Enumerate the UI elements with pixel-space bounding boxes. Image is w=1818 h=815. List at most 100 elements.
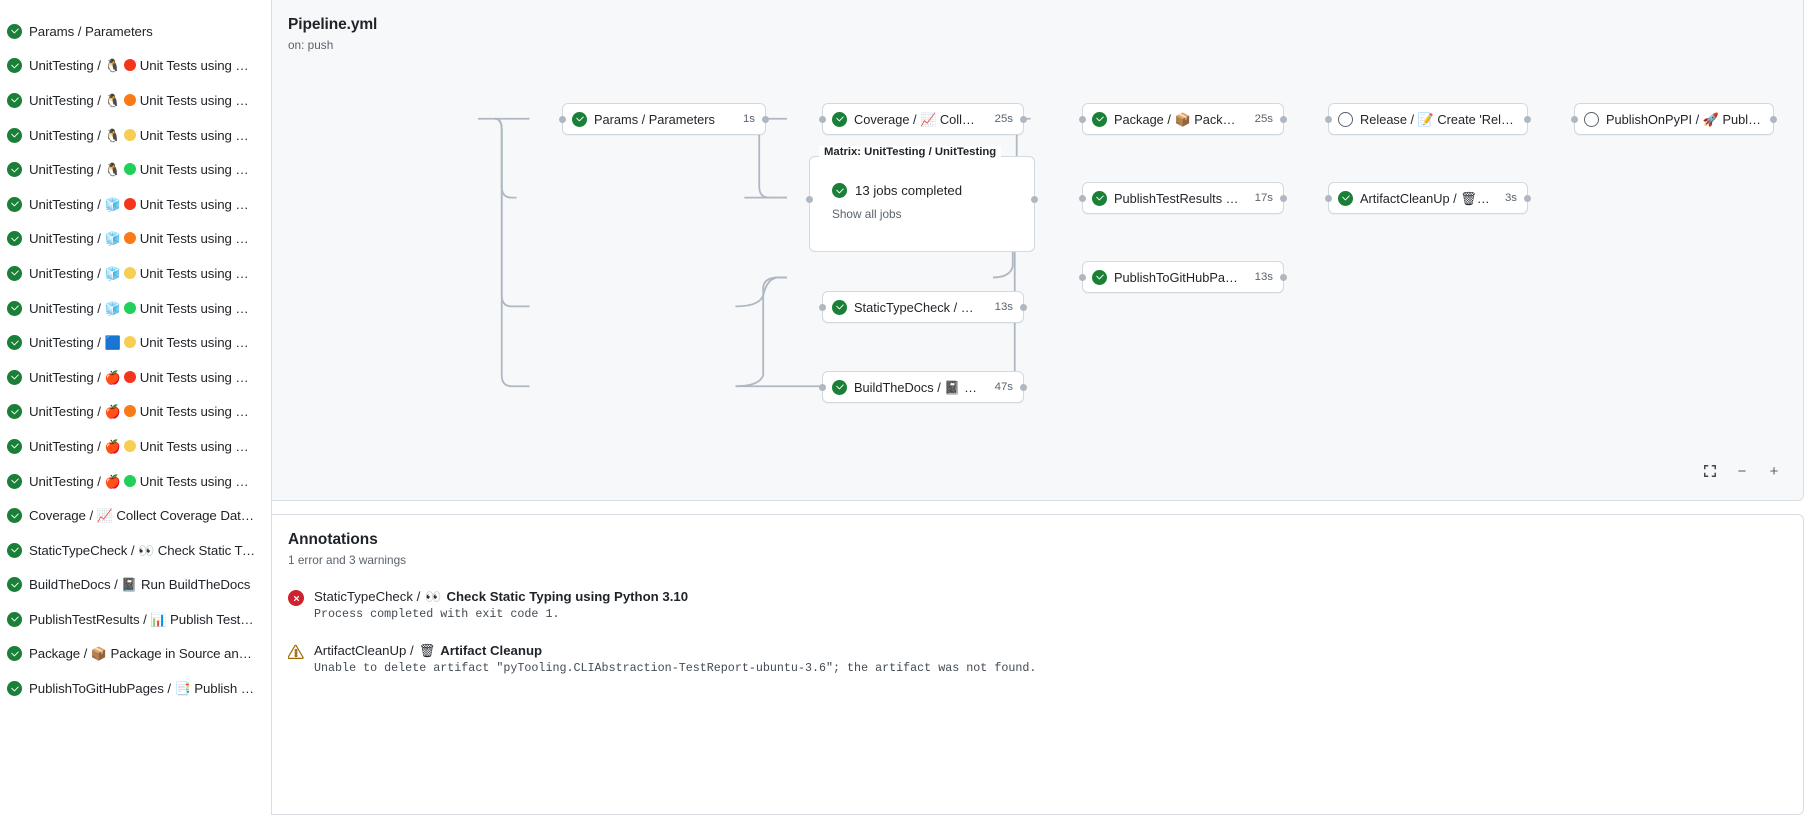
sidebar-job-item[interactable]: Coverage / 📈 Collect Coverage Data usi..… (0, 498, 271, 533)
node-input-port (819, 383, 826, 391)
node-input-port (1325, 194, 1332, 202)
sidebar-job-item[interactable]: BuildTheDocs / 📓 Run BuildTheDocs (0, 568, 271, 603)
sidebar-job-item[interactable]: UnitTesting / 🧊 Unit Tests using Pyth... (0, 187, 271, 222)
success-check-icon (7, 196, 22, 212)
annotation-item[interactable]: StaticTypeCheck / 👀Check Static Typing u… (288, 589, 1787, 621)
graph-node-label: Coverage / 📈 Collect Cove... (854, 111, 980, 127)
graph-node-release[interactable]: Release / 📝 Create 'Release P... (1325, 103, 1531, 135)
sidebar-job-item[interactable]: UnitTesting / 🧊 Unit Tests using Pyth... (0, 222, 271, 257)
matrix-input-port (806, 195, 813, 203)
node-input-port (1079, 115, 1086, 123)
graph-node-duration: 13s (1254, 271, 1273, 283)
graph-node-statictype[interactable]: StaticTypeCheck / 👀 Chec...13s (819, 291, 1027, 323)
zoom-in-button[interactable]: + (1769, 462, 1779, 480)
graph-node-artifactcleanup[interactable]: ArtifactCleanUp / 🗑 Artifac...3s (1325, 182, 1531, 214)
sidebar-job-label: PublishTestResults / 📊 Publish Test Resu… (29, 611, 257, 627)
graph-node-ghpages[interactable]: PublishToGitHubPages / 📑 ... 13s (1079, 261, 1287, 293)
success-check-icon (7, 369, 22, 385)
success-check-icon (7, 473, 22, 489)
sidebar-job-item[interactable]: UnitTesting / 🐧 Unit Tests using Pyth... (0, 152, 271, 187)
sidebar-job-label: Params / Parameters (29, 23, 153, 39)
sidebar-job-item[interactable]: UnitTesting / 🍎 Unit Tests using Pyth... (0, 360, 271, 395)
graph-zoom-controls[interactable]: − + (1699, 460, 1785, 482)
node-input-port (1571, 115, 1578, 123)
warning-icon (288, 644, 304, 660)
job-platform-icon: 🐧 (104, 162, 121, 178)
show-all-jobs-link[interactable]: Show all jobs (832, 207, 902, 221)
matrix-jobs-count: 13 jobs completed (855, 183, 963, 198)
success-check-icon (7, 438, 22, 454)
graph-node-duration: 3s (1504, 192, 1517, 204)
success-check-icon (7, 231, 22, 247)
node-input-port (1079, 194, 1086, 202)
fullscreen-icon[interactable] (1699, 460, 1721, 482)
graph-node-duration: 25s (1254, 113, 1273, 125)
sidebar-job-item[interactable]: UnitTesting / 🍎 Unit Tests using Pyth... (0, 429, 271, 464)
sidebar-job-item[interactable]: UnitTesting / 🧊 Unit Tests using Pyth... (0, 256, 271, 291)
annotation-message: Unable to delete artifact "pyTooling.CLI… (314, 661, 1037, 675)
node-emoji-icon: 📓 (944, 379, 961, 395)
graph-node-label: StaticTypeCheck / 👀 Chec... (854, 299, 977, 315)
sidebar-job-item[interactable]: PublishToGitHubPages / 📑 Publish to G... (0, 671, 271, 706)
success-check-icon (7, 646, 22, 662)
matrix-group[interactable]: Matrix: UnitTesting / UnitTesting 13 job… (806, 146, 1038, 252)
sidebar-job-item[interactable]: Package / 📦 Package in Source and Wh... (0, 637, 271, 672)
node-output-port (1280, 273, 1287, 281)
graph-node-coverage[interactable]: Coverage / 📈 Collect Cove...25s (819, 103, 1027, 135)
sidebar-job-item[interactable]: UnitTesting / 🧊 Unit Tests using Pyth... (0, 291, 271, 326)
job-platform-icon: 📊 (150, 611, 167, 627)
pending-circle-icon (1338, 111, 1353, 127)
success-check-icon (572, 111, 587, 127)
page-title: Pipeline.yml (288, 16, 378, 33)
graph-node-label: Params / Parameters (594, 111, 715, 127)
matrix-output-port (1031, 195, 1038, 203)
sidebar-job-item[interactable]: UnitTesting / 🍎 Unit Tests using Pyth... (0, 464, 271, 499)
success-check-icon (7, 58, 22, 74)
node-input-port (1079, 273, 1086, 281)
job-platform-icon: 🧊 (104, 265, 121, 281)
annotations-summary: 1 error and 3 warnings (288, 553, 407, 567)
success-check-icon (1092, 269, 1107, 285)
python-version-dot-icon (124, 266, 137, 279)
sidebar-job-item[interactable]: Params / Parameters (0, 14, 271, 49)
sidebar-job-item[interactable]: UnitTesting / 🍎 Unit Tests using Pyth... (0, 395, 271, 430)
job-platform-icon: 🐧 (104, 92, 121, 108)
node-emoji-icon: 📦 (1174, 111, 1191, 127)
sidebar-job-label: UnitTesting / 🐧 Unit Tests using Pyth... (29, 58, 257, 74)
sidebar-job-label: UnitTesting / 🍎 Unit Tests using Pyth... (29, 404, 257, 420)
annotations-title: Annotations (288, 531, 378, 548)
graph-node-testresults[interactable]: PublishTestResults / 📊 Pu...17s (1079, 182, 1287, 214)
sidebar-job-item[interactable]: UnitTesting / 🐧 Unit Tests using Pyth... (0, 49, 271, 84)
sidebar-job-item[interactable]: PublishTestResults / 📊 Publish Test Resu… (0, 602, 271, 637)
job-platform-icon: 🐧 (104, 58, 121, 74)
node-output-port (1280, 194, 1287, 202)
graph-node-builddocs[interactable]: BuildTheDocs / 📓 Run Buil...47s (819, 371, 1027, 403)
success-check-icon (832, 183, 847, 198)
graph-node-pypi[interactable]: PublishOnPyPI / 🚀 Publish to ... (1571, 103, 1777, 135)
sidebar-job-item[interactable]: UnitTesting / 🟦 Unit Tests using Pyth... (0, 325, 271, 360)
sidebar-job-label: StaticTypeCheck / 👀 Check Static Typing.… (29, 542, 257, 558)
graph-node-label: PublishToGitHubPages / 📑 ... (1114, 269, 1240, 285)
sidebar-job-label: PublishToGitHubPages / 📑 Publish to G... (29, 681, 257, 697)
annotations-list: StaticTypeCheck / 👀Check Static Typing u… (288, 589, 1787, 675)
graph-node-label: PublishOnPyPI / 🚀 Publish to ... (1606, 111, 1763, 127)
sidebar-job-label: UnitTesting / 🍎 Unit Tests using Pyth... (29, 369, 257, 385)
node-output-port (1770, 115, 1777, 123)
sidebar-job-item[interactable]: UnitTesting / 🐧 Unit Tests using Pyth... (0, 118, 271, 153)
sidebar-job-label: UnitTesting / 🧊 Unit Tests using Pyth... (29, 231, 257, 247)
sidebar-job-item[interactable]: UnitTesting / 🐧 Unit Tests using Pyth... (0, 83, 271, 118)
success-check-icon (7, 127, 22, 143)
node-output-port (1524, 194, 1531, 202)
python-version-dot-icon (124, 439, 137, 452)
zoom-out-button[interactable]: − (1737, 462, 1747, 480)
success-check-icon (7, 92, 22, 108)
success-check-icon (1092, 111, 1107, 127)
success-check-icon (7, 300, 22, 316)
sidebar-job-item[interactable]: StaticTypeCheck / 👀 Check Static Typing.… (0, 533, 271, 568)
graph-node-package[interactable]: Package / 📦 Package in So...25s (1079, 103, 1287, 135)
job-platform-icon: 📦 (90, 646, 107, 662)
